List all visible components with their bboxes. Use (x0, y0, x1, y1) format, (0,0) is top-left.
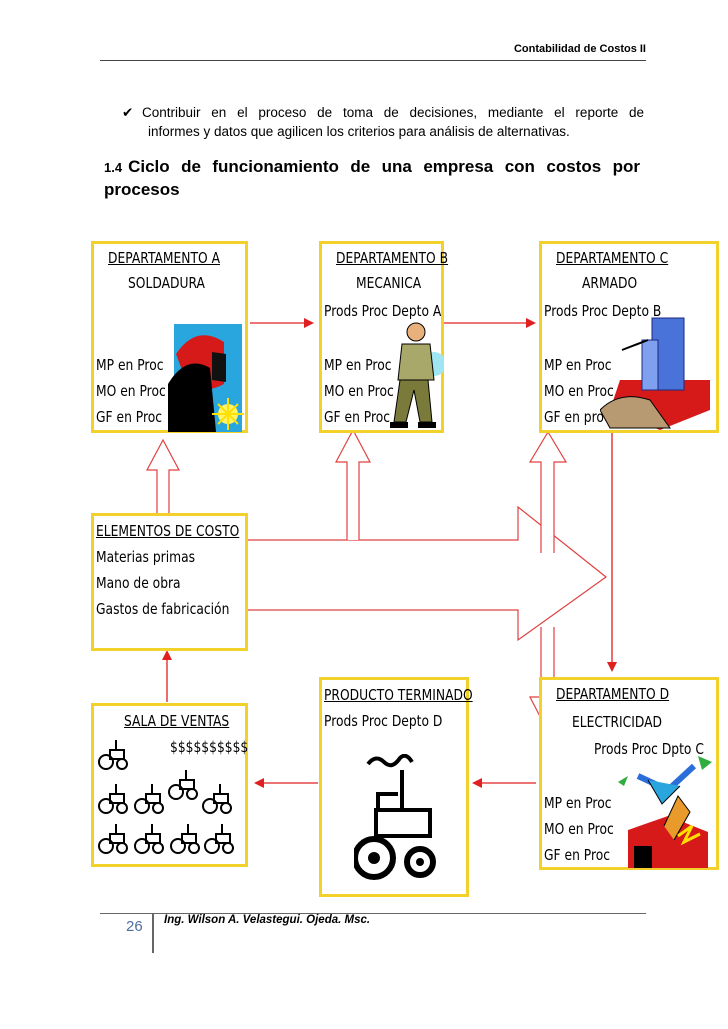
page-number: 26 (126, 918, 143, 935)
hollow-arrow-up-a (147, 440, 179, 515)
sales-room-box: SALA DE VENTAS $$$$$$$$$$ (91, 703, 248, 867)
dept-a-box: DEPARTAMENTO A SOLDADURA MP en Proc MO e… (91, 241, 248, 433)
dept-b-box: DEPARTAMENTO B MECANICA Prods Proc Depto… (319, 241, 444, 433)
dept-a-mo: MO en Proc (96, 382, 166, 400)
dept-c-title: DEPARTAMENTO C (556, 249, 668, 267)
dept-a-subtitle: SOLDADURA (128, 274, 205, 292)
cost-item: Materias primas (96, 548, 195, 566)
dept-b-gf: GF en Proc (324, 408, 390, 426)
dept-a-gf: GF en Proc (96, 408, 162, 426)
finished-product-box: PRODUCTO TERMINADO Prods Proc Depto D (319, 677, 469, 897)
dept-b-mp: MP en Proc (324, 356, 391, 374)
dept-d-title: DEPARTAMENTO D (556, 685, 669, 703)
dept-b-title: DEPARTAMENTO B (336, 249, 448, 267)
mechanic-icon (390, 318, 444, 430)
electrician-icon (618, 756, 716, 868)
finished-prods: Prods Proc Depto D (324, 712, 442, 730)
hollow-arrow-up-b (336, 430, 370, 540)
cost-elements-box: ELEMENTOS DE COSTO Materias primas Mano … (91, 513, 248, 651)
cost-item: Gastos de fabricación (96, 600, 229, 618)
dept-d-mo: MO en Proc (544, 820, 614, 838)
dept-a-mp: MP en Proc (96, 356, 163, 374)
dept-d-gf: GF en Proc (544, 846, 610, 864)
dept-d-mp: MP en Proc (544, 794, 611, 812)
footer-author: Ing. Wilson A. Velastegui. Ojeda. Msc. (164, 914, 370, 926)
dept-c-subtitle: ARMADO (582, 274, 637, 292)
assembly-icon (600, 310, 718, 432)
cost-item: Mano de obra (96, 574, 181, 592)
dept-d-box: DEPARTAMENTO D ELECTRICIDAD Prods Proc D… (539, 677, 719, 870)
tractors-group-icon (96, 736, 246, 864)
tractor-icon (354, 754, 438, 886)
dept-c-box: DEPARTAMENTO C ARMADO Prods Proc Depto B… (539, 241, 719, 433)
dept-b-mo: MO en Proc (324, 382, 394, 400)
finished-title: PRODUCTO TERMINADO (324, 686, 473, 704)
cost-elements-title: ELEMENTOS DE COSTO (96, 522, 239, 540)
dept-b-subtitle: MECANICA (356, 274, 421, 292)
hollow-arrow-up-c (530, 432, 566, 553)
footer-divider (152, 913, 154, 953)
sales-title: SALA DE VENTAS (124, 712, 229, 730)
welder-icon (166, 324, 244, 434)
dept-a-title: DEPARTAMENTO A (108, 249, 220, 267)
dept-d-subtitle: ELECTRICIDAD (572, 713, 662, 731)
